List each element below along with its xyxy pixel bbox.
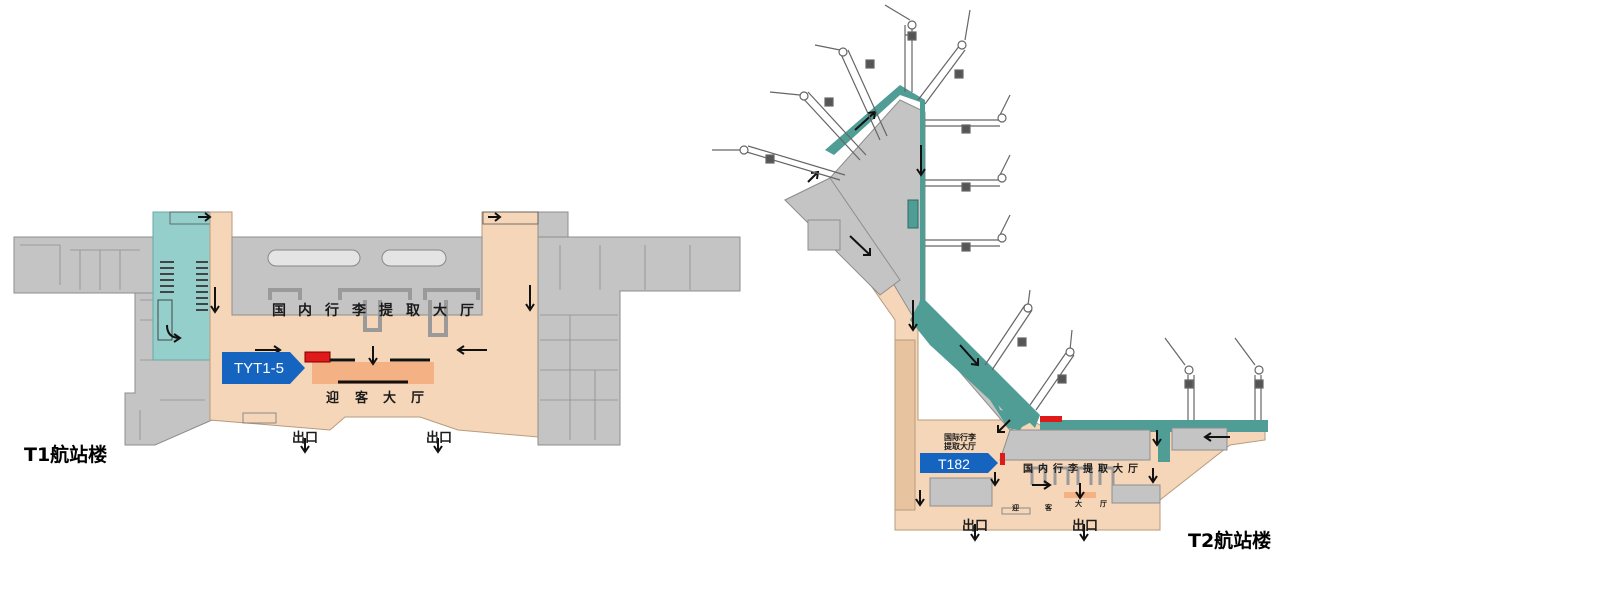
t1-flow-arrows — [166, 212, 535, 454]
t1-baggage-char: 李 — [351, 302, 367, 319]
t2-baggage-char: 国 — [1023, 463, 1033, 475]
t2-tag-label: T182 — [938, 456, 970, 472]
t1-left-wing — [13, 236, 155, 294]
t1-right-wing — [537, 236, 741, 446]
t2-baggage-char: 内 — [1038, 462, 1048, 475]
t2-location-tag — [920, 453, 998, 473]
t2-baggage-hall — [999, 429, 1151, 461]
t1-arrivals-char: 客 — [355, 390, 369, 406]
t1-terminal: 国 内 行 李 提 取 大 厅 迎 客 大 厅 TYT1-5 出口 出口 T1航… — [13, 211, 741, 466]
t1-exit-label: 出口 — [292, 430, 318, 446]
t2-baggage-char: 李 — [1067, 462, 1079, 475]
t2-arrivals-char: 厅 — [1100, 500, 1107, 508]
t2-left-corridor — [894, 339, 916, 511]
t2-jet-bridges — [712, 4, 1264, 420]
t1-location-tag — [222, 352, 305, 384]
t1-baggage-char: 内 — [298, 302, 312, 319]
t2-arrivals-char: 迎 — [1012, 503, 1019, 512]
t1-baggage-char: 大 — [433, 302, 447, 319]
t2-gray-room — [929, 477, 993, 507]
t2-exit-label: 出口 — [1072, 518, 1098, 534]
t2-red-marker — [1000, 453, 1005, 465]
t1-arrivals-char: 迎 — [326, 390, 339, 406]
t2-baggage-char: 行 — [1052, 462, 1063, 475]
t1-baggage-char: 行 — [324, 302, 339, 319]
t1-arrivals-char: 厅 — [411, 391, 424, 406]
t2-carousels — [1030, 466, 1115, 485]
t2-teal-concourse-2 — [910, 305, 1030, 430]
t2-gray-block — [1111, 484, 1161, 504]
t1-carousel-1 — [267, 249, 361, 267]
t2-caption: T2航站楼 — [1188, 529, 1271, 552]
t2-teal-concourse-1 — [825, 85, 1040, 428]
t2-baggage-char: 提 — [1083, 462, 1094, 475]
t2-arrivals-char: 客 — [1044, 503, 1053, 512]
t2-baggage-char: 大 — [1113, 462, 1123, 475]
t1-caption: T1航站楼 — [24, 443, 107, 466]
t1-baggage-char: 国 — [272, 303, 286, 319]
t1-orange-bar — [312, 362, 434, 384]
t1-red-marker — [304, 351, 331, 363]
t1-tag-label: TYT1-5 — [234, 360, 284, 377]
t2-exit-label: 出口 — [962, 518, 988, 534]
t1-baggage-char: 提 — [379, 303, 394, 319]
t1-baggage-char: 取 — [406, 303, 421, 319]
t1-baggage-char: 厅 — [460, 303, 474, 319]
t2-baggage-char: 厅 — [1128, 463, 1138, 475]
t2-arrivals-char: 大 — [1075, 499, 1082, 508]
t2-baggage-char: 取 — [1098, 463, 1109, 475]
t1-arrivals-char: 大 — [383, 390, 396, 406]
t2-terminal: 国际行李 提取大厅 — [712, 4, 1271, 552]
t2-intl-label-2: 提取大厅 — [944, 441, 976, 451]
t1-exit-label: 出口 — [426, 430, 452, 446]
t2-intl-label-1: 国际行李 — [944, 432, 977, 442]
t1-carousel-2 — [381, 249, 447, 267]
t2-flow-arrows — [807, 110, 1230, 542]
t2-corner-room — [807, 219, 841, 251]
